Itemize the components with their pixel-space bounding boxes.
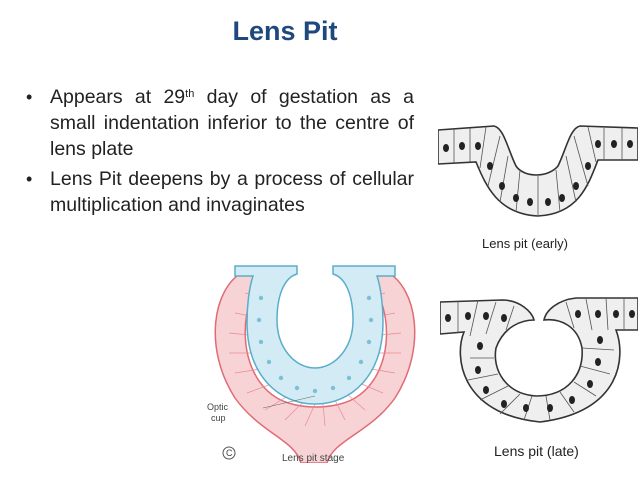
lens-pit-late-caption: Lens pit (late) [494,443,579,459]
early-pit-tissue [438,125,638,217]
lens-pit-stage-caption: Lens pit stage [282,453,345,464]
bullet-item-1: • Appears at 29th day of gestation as a … [26,84,414,162]
late-pit-cell-walls [457,297,625,421]
bullet-dot-icon: • [26,169,33,189]
bullet-text-2: Lens Pit deepens by a process of cellula… [50,168,414,216]
lens-pit-early-caption: Lens pit (early) [482,236,568,251]
slide-title: Lens Pit [232,16,338,46]
lens-pit-nuclei [256,295,374,394]
bullet-list: • Appears at 29th day of gestation as a … [26,84,414,222]
optic-cup-label-line-2: cup [211,413,226,423]
lens-pit-shape [234,265,396,405]
optic-cup-label-line-1: Optic [207,402,229,412]
lens-pit-late-drawing [440,297,638,423]
bullet-text-1: Appears at 29th day of gestation as a sm… [50,84,414,162]
figure-letter: C [226,448,233,458]
late-pit-nuclei [445,310,635,412]
bullet-text-1-start: Appears at 29 [50,86,186,108]
bullet-dot-icon: • [26,87,33,107]
optic-cup-label: Optic cup [207,402,228,424]
early-pit-nuclei [443,140,633,206]
bullet-item-2: • Lens Pit deepens by a process of cellu… [26,166,414,218]
lens-pit-stage-diagram [214,265,416,463]
bullet-text-1-end: day of gestation as a small indentation … [50,86,414,160]
bullet-text-1-superscript: th [185,88,195,100]
optic-cup-shape [214,271,416,463]
optic-cup-pointer-line [262,395,316,409]
lens-pit-early-drawing [438,125,638,217]
early-pit-cell-walls [453,126,623,216]
figure-letter-circle [222,446,236,460]
